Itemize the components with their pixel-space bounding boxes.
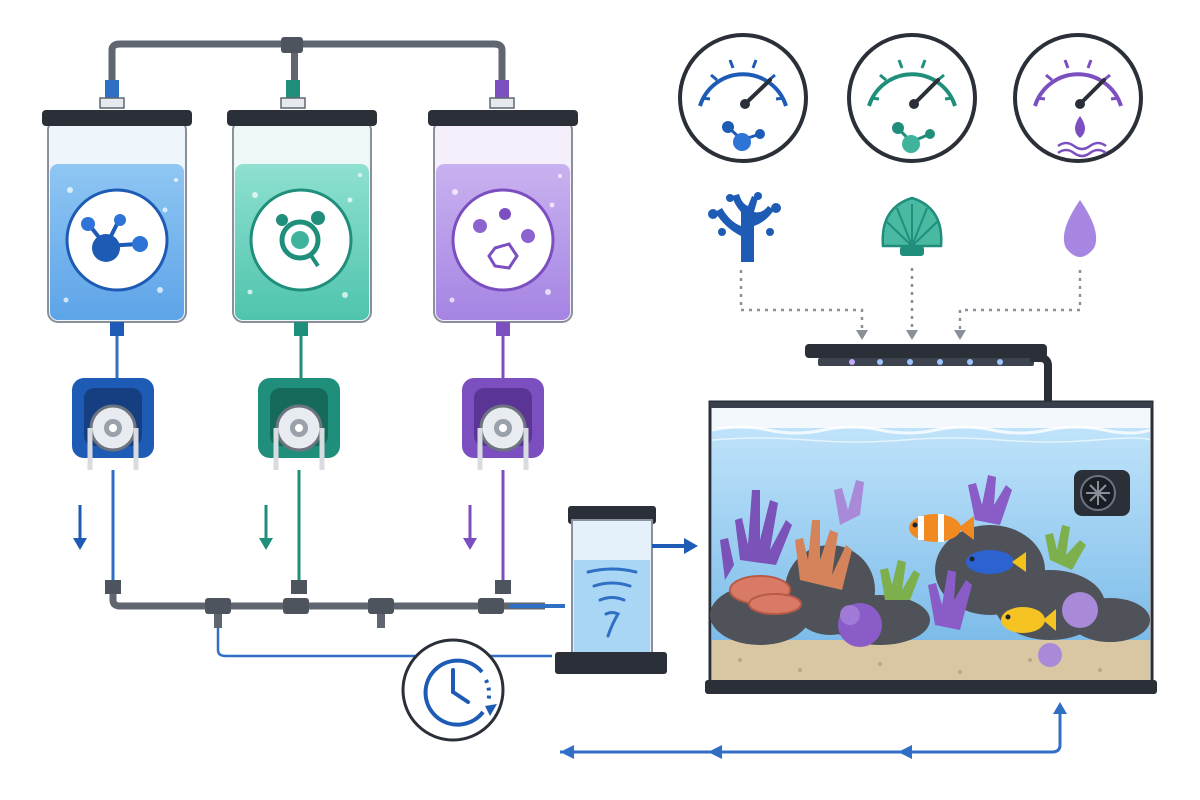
coral-purple-center bbox=[838, 475, 1012, 647]
monitoring-lines bbox=[739, 268, 1082, 330]
peristaltic-rotor-icon bbox=[87, 404, 139, 470]
down-arrow-icon bbox=[259, 505, 273, 550]
down-arrow-icon bbox=[856, 330, 966, 340]
dosing-pump-magnesium[interactable] bbox=[462, 378, 544, 470]
dosing-pump-alkalinity[interactable] bbox=[258, 378, 340, 470]
molecule-icon bbox=[722, 121, 765, 151]
drop-icon bbox=[1063, 200, 1097, 257]
fan-icon bbox=[1080, 475, 1116, 511]
coral-salmon-plate bbox=[729, 575, 802, 615]
molecule-icon bbox=[81, 214, 148, 262]
top-manifold-pipe bbox=[99, 37, 515, 109]
mineral-ion-icon bbox=[473, 208, 535, 270]
alkalinity-pipe-connector bbox=[286, 80, 300, 100]
coral-purple-left bbox=[720, 490, 792, 580]
coral-orange bbox=[795, 520, 852, 590]
water-drop-icon bbox=[1057, 116, 1107, 158]
calcium-pipe-connector bbox=[105, 80, 119, 100]
reservoir-alkalinity[interactable] bbox=[227, 110, 377, 323]
down-arrow-icon bbox=[73, 505, 87, 550]
reservoir-outlet-lines bbox=[110, 322, 510, 382]
reef-aquarium bbox=[705, 400, 1157, 694]
blue-tang-fish bbox=[966, 550, 1026, 574]
coral-icon bbox=[708, 192, 781, 262]
gauge-magnesium bbox=[1013, 33, 1143, 163]
shell-icon bbox=[881, 196, 943, 256]
magnesium-pipe-connector bbox=[495, 80, 509, 100]
bicarbonate-icon bbox=[276, 211, 325, 268]
coral-lavender bbox=[834, 480, 1098, 667]
peristaltic-rotor-icon bbox=[477, 404, 529, 470]
coral-green bbox=[880, 525, 1086, 600]
gauge-calcium bbox=[678, 33, 808, 163]
clock-icon bbox=[423, 658, 497, 727]
led-bar bbox=[849, 359, 1003, 365]
dosing-pump-calcium[interactable] bbox=[72, 378, 154, 470]
reservoir-calcium[interactable] bbox=[42, 110, 192, 323]
gauge-alkalinity bbox=[847, 33, 977, 163]
bottom-manifold-pipe bbox=[105, 580, 565, 658]
yellow-fish bbox=[1001, 607, 1056, 633]
mixing-chamber[interactable] bbox=[555, 506, 667, 674]
clownfish bbox=[909, 514, 974, 542]
down-arrow-icon bbox=[463, 505, 477, 550]
led-light[interactable] bbox=[805, 344, 1052, 420]
return-flow-line bbox=[560, 702, 1067, 759]
flow-arrow-to-tank bbox=[652, 538, 698, 554]
powerhead[interactable] bbox=[1074, 470, 1130, 516]
vortex-icon bbox=[586, 567, 638, 638]
peristaltic-rotor-icon bbox=[273, 404, 325, 470]
pump-outlet-lines bbox=[111, 470, 505, 585]
molecule-icon bbox=[892, 122, 935, 153]
dosing-timer[interactable] bbox=[401, 638, 505, 742]
reservoir-magnesium[interactable] bbox=[428, 110, 578, 323]
